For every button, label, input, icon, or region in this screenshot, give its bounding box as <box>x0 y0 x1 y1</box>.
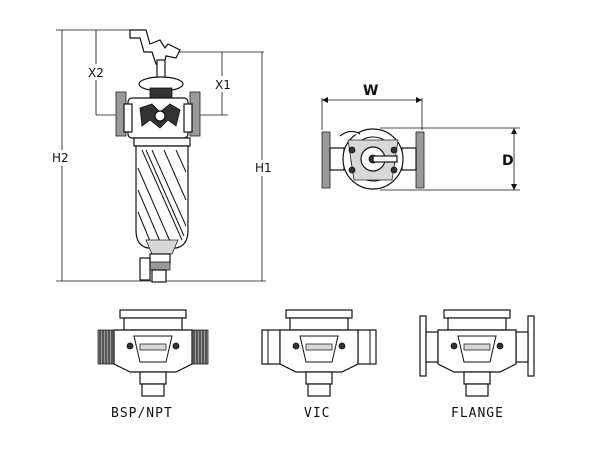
vic-grooved-outlet <box>357 329 377 365</box>
variant-flange: FLANGE <box>419 309 535 421</box>
w-dimension: W <box>321 83 423 130</box>
vic-grooved-inlet <box>261 329 281 365</box>
h2-dimension: H2 <box>52 29 140 282</box>
w-label: W <box>363 83 378 99</box>
filter-bowl <box>133 137 191 255</box>
inlet-flange <box>321 131 331 189</box>
caption-vic: VIC <box>304 406 330 421</box>
h1-label: H1 <box>255 161 272 175</box>
top-view: W D <box>321 83 520 191</box>
flange-inlet <box>419 315 427 377</box>
caption-flange: FLANGE <box>451 406 504 421</box>
top-handle <box>129 29 184 99</box>
variant-bsp-npt: BSP/NPT <box>97 309 209 421</box>
x1-label: X1 <box>215 78 231 92</box>
variant-vic: VIC <box>261 309 377 421</box>
x2-label: X2 <box>88 66 104 80</box>
flange-outlet <box>527 315 535 377</box>
d-dimension: D <box>380 127 520 191</box>
head-assembly <box>115 91 201 139</box>
drain-valve <box>139 253 171 283</box>
d-label: D <box>502 153 514 169</box>
h2-label: H2 <box>52 151 69 165</box>
caption-bsp-npt: BSP/NPT <box>111 406 173 421</box>
front-view: H2 X2 X1 H1 <box>52 29 272 283</box>
outlet-flange <box>415 131 425 189</box>
x1-dimension: X1 <box>176 51 264 116</box>
